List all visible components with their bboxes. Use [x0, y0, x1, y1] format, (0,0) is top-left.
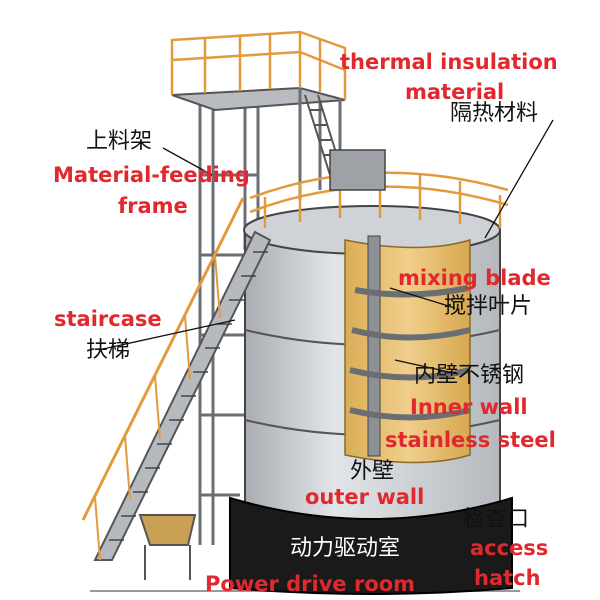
top-platform-railing	[170, 30, 347, 100]
access-hatch-label-en-line2: hatch	[474, 566, 541, 590]
access-hatch-label-en-line1: access	[470, 536, 549, 560]
mixing-blade-label-zh: 搅拌叶片	[444, 294, 533, 319]
outer-wall-label-en: outer wall	[305, 485, 425, 509]
main-staircase	[81, 197, 272, 561]
leader-lines	[102, 119, 554, 375]
material-feeding-frame-label-en-line2: frame	[118, 194, 188, 218]
power-drive-room-label-zh: 动力驱动室	[290, 536, 401, 561]
material-feeding-frame-label-en-line1: Material-feeding	[53, 163, 250, 187]
inner-wall-label-zh: 内壁不锈钢	[414, 363, 525, 388]
discharge-chute	[138, 514, 197, 580]
mixing-blade-label-en: mixing blade	[398, 266, 551, 290]
staircase-label-zh: 扶梯	[86, 338, 131, 363]
access-hatch-label-zh: 检查口	[463, 507, 530, 532]
thermal-insulation-label-zh: 隔热材料	[450, 101, 539, 126]
material-feeding-frame-label-zh: 上料架	[86, 129, 153, 154]
thermal-insulation-label-en-line2: material	[405, 80, 505, 104]
insulation-cutaway	[344, 235, 471, 464]
inner-wall-label-en-line2: stainless steel	[385, 428, 556, 452]
staircase-label-en: staircase	[54, 307, 162, 331]
tank-top-railing	[249, 149, 509, 228]
thermal-insulation-label-en-line1: thermal insulation	[340, 50, 558, 74]
outer-wall-label-zh: 外壁	[350, 459, 395, 484]
power-drive-room-label-en: Power drive room	[205, 572, 416, 596]
inner-wall-label-en-line1: Inner wall	[410, 395, 528, 419]
